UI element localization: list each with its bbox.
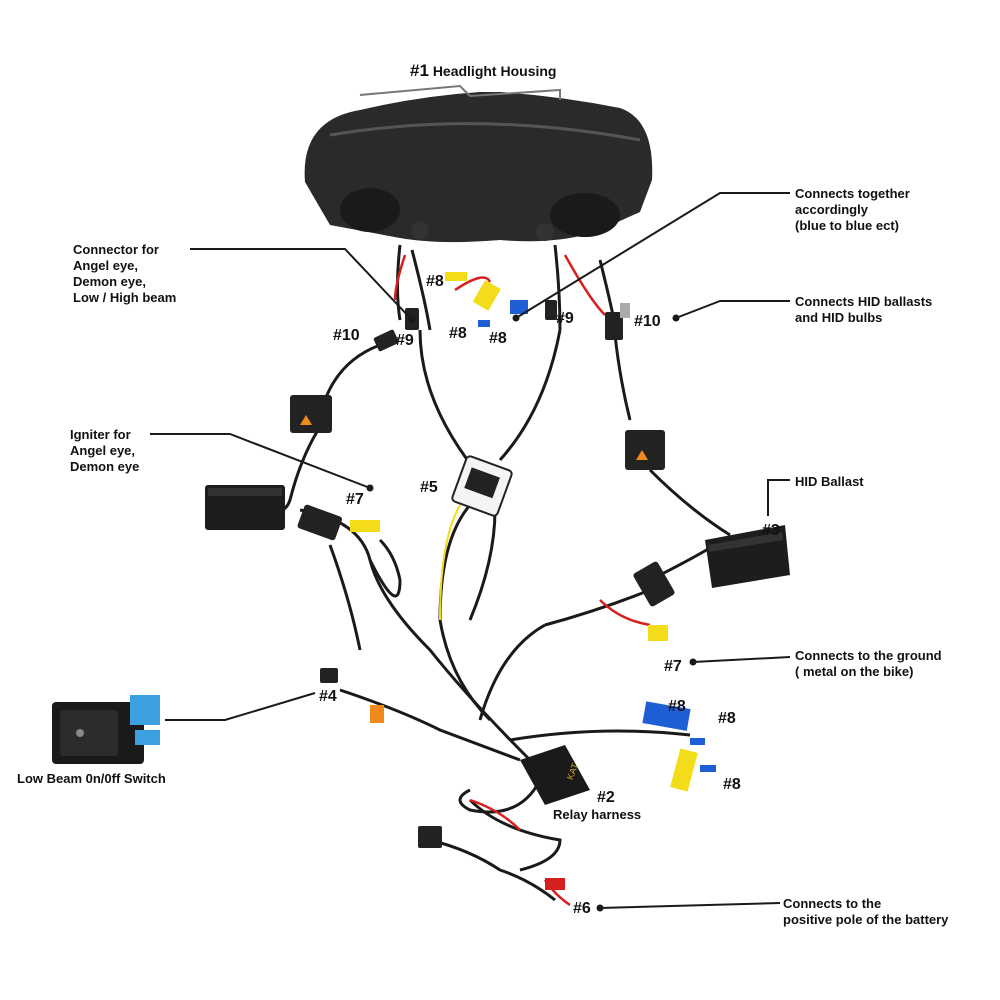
callout-connects-together: Connects together accordingly (blue to b… xyxy=(795,186,910,233)
tag-8-d: #8 xyxy=(668,698,686,715)
tag-10-left: #10 xyxy=(333,327,360,344)
callout-igniter: Igniter for Angel eye, Demon eye xyxy=(70,427,140,474)
tag-8-a: #8 xyxy=(426,273,444,290)
hid-ballast-right xyxy=(705,525,790,588)
tag-3: #3 xyxy=(762,522,780,539)
leader-lines xyxy=(150,192,791,909)
red-wires xyxy=(393,254,651,907)
terminals xyxy=(350,272,716,890)
tag-8-f: #8 xyxy=(723,776,741,793)
callout-low-beam-switch: Low Beam 0n/0ff Switch xyxy=(17,771,166,786)
callout-relay-harness: Relay harness xyxy=(553,807,642,822)
hid-ballast-left xyxy=(205,485,285,530)
callout-ground: Connects to the ground ( metal on the bi… xyxy=(795,648,942,679)
igniter-left xyxy=(290,395,332,433)
callout-hid-ballast: HID Ballast xyxy=(795,474,864,489)
tag-8-c: #8 xyxy=(489,330,507,347)
callout-connector-angel-eye: Connector for Angel eye, Demon eye, Low … xyxy=(73,242,177,305)
tag-5: #5 xyxy=(420,479,438,496)
tag-2: #2 xyxy=(597,789,615,806)
yellow-wire xyxy=(439,504,461,621)
connectors xyxy=(297,300,675,848)
tag-9-left: #9 xyxy=(396,332,414,349)
tag-7-right: #7 xyxy=(664,658,682,675)
tag-7-left: #7 xyxy=(346,491,364,508)
callout-battery: Connects to the positive pole of the bat… xyxy=(783,896,949,927)
tag-8-b: #8 xyxy=(449,325,467,342)
title-text: Headlight Housing xyxy=(432,63,557,79)
title-number: #1 xyxy=(410,61,429,80)
callout-connects-hid: Connects HID ballasts and HID bulbs xyxy=(795,294,933,325)
title-headlight-housing: #1 Headlight Housing xyxy=(410,61,557,80)
tag-10-right: #10 xyxy=(634,313,661,330)
low-beam-switch xyxy=(52,695,160,764)
module-5 xyxy=(451,455,513,517)
tag-8-e: #8 xyxy=(718,710,736,727)
igniter-right xyxy=(625,430,665,470)
tag-9-right: #9 xyxy=(556,310,574,327)
tag-6: #6 xyxy=(573,900,591,917)
wires xyxy=(269,244,731,902)
tag-4: #4 xyxy=(319,688,337,705)
leader-dots xyxy=(366,314,697,912)
relay-box: KAT xyxy=(520,745,590,805)
headlight-housing xyxy=(304,84,653,243)
